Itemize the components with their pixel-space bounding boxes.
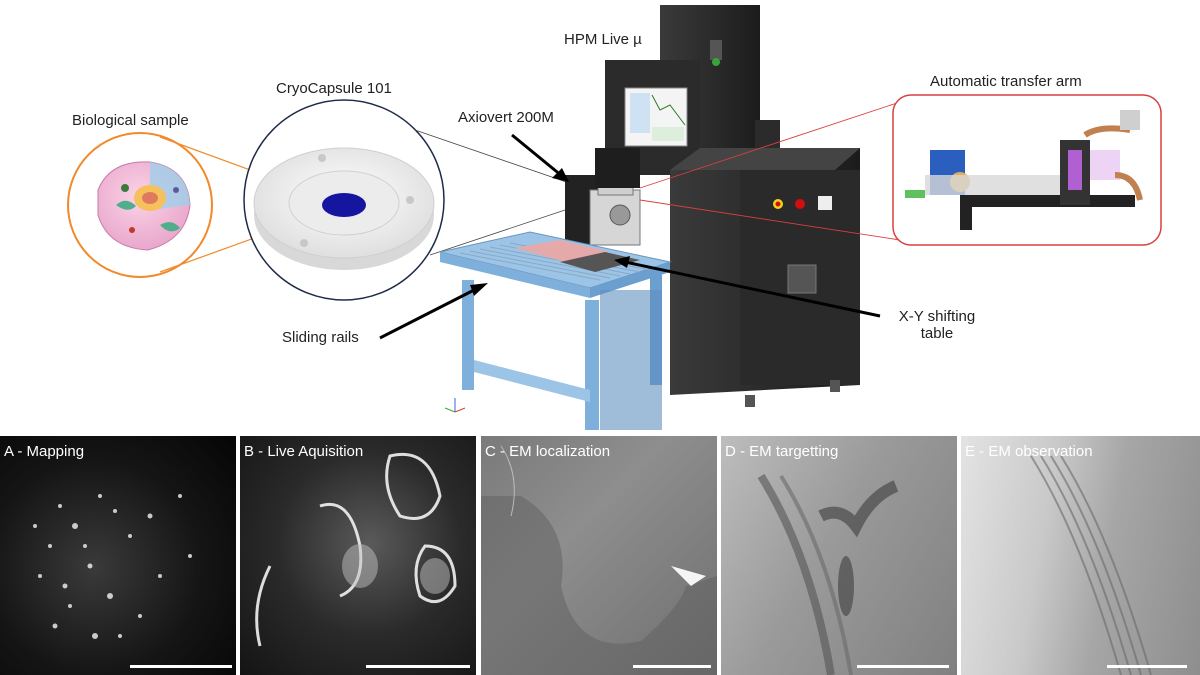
axis-gizmo <box>444 398 466 413</box>
capsule-connector-bottom <box>429 204 581 256</box>
axiovert-label: Axiovert 200M <box>458 109 554 126</box>
xy-table-label: X-Y shifting table <box>892 308 982 342</box>
cryocapsule-label: CryoCapsule 101 <box>276 80 392 97</box>
cryocapsule-circle <box>243 99 445 301</box>
hpm-label: HPM Live µ <box>564 31 642 48</box>
transfer-arm-label: Automatic transfer arm <box>930 73 1082 90</box>
live-cells <box>255 452 457 647</box>
panel-c-title: C - EM localization <box>485 443 611 460</box>
capsule-connector-top <box>414 129 576 186</box>
xy-table-label-line2: table <box>920 325 954 342</box>
main-cabinet <box>670 148 860 407</box>
panel-d-em-targeting: D - EM targetting <box>721 436 957 675</box>
xy-table-arrow <box>614 256 881 318</box>
microscope <box>565 148 641 246</box>
em-targeting-texture <box>757 473 899 675</box>
xy-table-label-line1: X-Y shifting <box>898 308 976 325</box>
scale-bar <box>857 665 949 668</box>
sliding-rails-arrow <box>379 283 488 340</box>
em-localization-texture <box>481 445 717 675</box>
sliding-rails-label: Sliding rails <box>282 329 359 346</box>
axiovert-arrow <box>511 133 569 182</box>
blue-table <box>439 231 672 430</box>
scale-bar <box>633 665 711 668</box>
scale-bar <box>130 665 232 668</box>
panel-b-live-acquisition: B - Live Aquisition <box>240 436 476 675</box>
red-connector-top <box>639 101 901 189</box>
biological-sample-label: Biological sample <box>72 112 189 129</box>
panel-a-title: A - Mapping <box>4 443 85 460</box>
red-connector-bottom <box>639 199 901 241</box>
instrument-illustration <box>67 5 1162 430</box>
panel-d-title: D - EM targetting <box>725 443 839 460</box>
scale-bar <box>1107 665 1187 668</box>
panel-b-title: B - Live Aquisition <box>244 443 364 460</box>
em-observation-texture <box>1030 455 1152 675</box>
scale-bar <box>366 665 470 668</box>
panel-e-em-observation: E - EM observation <box>961 436 1200 675</box>
panel-a-mapping: A - Mapping <box>0 436 236 675</box>
mapping-speckles <box>33 494 192 639</box>
panel-c-em-localization: C - EM localization <box>481 436 717 675</box>
panel-e-title: E - EM observation <box>965 443 1093 460</box>
transfer-arm-box <box>892 94 1162 246</box>
biological-sample-circle <box>67 132 213 278</box>
